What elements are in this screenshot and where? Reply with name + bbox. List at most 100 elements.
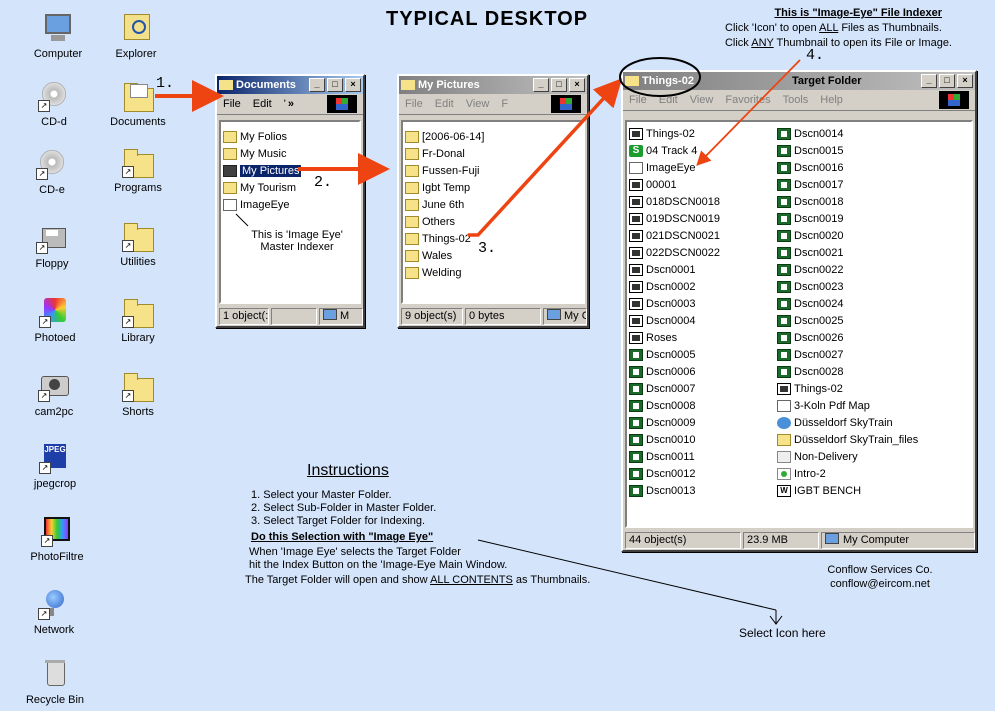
list-item[interactable]: Dscn0019 (777, 210, 967, 227)
menu-favorites[interactable]: Favorites (725, 94, 771, 106)
desktop-icon-explorer[interactable]: Explorer (96, 12, 176, 61)
list-item[interactable]: Dscn0020 (777, 227, 967, 244)
desktop-icon-programs[interactable]: ↗ Programs (98, 146, 178, 195)
desktop-icon-cam2pc[interactable]: ↗ cam2pc (14, 370, 94, 419)
list-item[interactable]: Düsseldorf SkyTrain (777, 414, 967, 431)
menu-favorites[interactable]: F (501, 98, 509, 110)
menu-file[interactable]: File (629, 94, 647, 106)
list-item[interactable]: 018DSCN0018 (629, 193, 777, 210)
list-item[interactable]: Wales (405, 247, 581, 264)
menu-file[interactable]: File (223, 98, 241, 110)
list-item[interactable]: ImageEye (223, 196, 357, 213)
list-item[interactable]: Others (405, 213, 581, 230)
list-item[interactable]: Roses (629, 329, 777, 346)
list-item[interactable]: ImageEye (629, 159, 777, 176)
list-item[interactable]: Dscn0027 (777, 346, 967, 363)
list-item[interactable]: Dscn0026 (777, 329, 967, 346)
list-item[interactable]: Dscn0024 (777, 295, 967, 312)
desktop-icon-documents[interactable]: Documents (98, 80, 178, 129)
maximize-button[interactable]: □ (939, 74, 955, 88)
list-item[interactable]: Dscn0025 (777, 312, 967, 329)
list-item[interactable]: Things-02 (629, 125, 777, 142)
list-item[interactable]: Dscn0010 (629, 431, 777, 448)
menu-overflow[interactable]: » (287, 98, 294, 110)
list-item[interactable]: Intro-2 (777, 465, 967, 482)
list-item[interactable]: My Music (223, 145, 357, 162)
documents-window[interactable]: Documents _□× File Edit ' » My Folios My… (215, 74, 365, 328)
list-item[interactable]: Dscn0008 (629, 397, 777, 414)
list-item[interactable]: 3-Koln Pdf Map (777, 397, 967, 414)
my-pictures-file-list[interactable]: [2006-06-14] Fr-Donal Fussen-Fuji Igbt T… (401, 120, 585, 304)
maximize-button[interactable]: □ (551, 78, 567, 92)
list-item[interactable]: Dscn0007 (629, 380, 777, 397)
menu-edit[interactable]: Edit (434, 98, 454, 110)
close-button[interactable]: × (957, 74, 973, 88)
list-item[interactable]: Dscn0013 (629, 482, 777, 499)
minimize-button[interactable]: _ (533, 78, 549, 92)
list-item[interactable]: Dscn0028 (777, 363, 967, 380)
desktop-icon-utilities[interactable]: ↗ Utilities (98, 220, 178, 269)
menu-view[interactable]: View (689, 94, 714, 106)
list-item[interactable]: Fussen-Fuji (405, 162, 581, 179)
menu-view[interactable]: View (465, 98, 490, 110)
desktop-icon-cd-e[interactable]: ↗ CD-e (12, 148, 92, 197)
desktop-icon-photoed[interactable]: ↗ Photoed (15, 296, 95, 345)
close-button[interactable]: × (345, 78, 361, 92)
menu-tools[interactable]: Tools (782, 94, 809, 106)
desktop-icon-shorts[interactable]: ↗ Shorts (98, 370, 178, 419)
documents-titlebar[interactable]: Documents _□× (217, 76, 363, 94)
desktop-icon-jpegcrop[interactable]: JPEG↗ jpegcrop (15, 442, 95, 491)
list-item[interactable]: My Folios (223, 128, 357, 145)
list-item[interactable]: Dscn0006 (629, 363, 777, 380)
list-item[interactable]: Düsseldorf SkyTrain_files (777, 431, 967, 448)
list-item[interactable]: Dscn0021 (777, 244, 967, 261)
list-item[interactable]: Things-02 (405, 230, 581, 247)
maximize-button[interactable]: □ (327, 78, 343, 92)
list-item[interactable]: My Tourism (223, 179, 357, 196)
list-item[interactable]: Non-Delivery (777, 448, 967, 465)
things-02-titlebar[interactable]: Things-02 Target Folder _□× (623, 72, 975, 90)
list-item[interactable]: Dscn0001 (629, 261, 777, 278)
list-item[interactable]: Dscn0017 (777, 176, 967, 193)
desktop-icon-recycle-bin[interactable]: Recycle Bin (15, 658, 95, 707)
list-item[interactable]: Dscn0015 (777, 142, 967, 159)
menu-edit[interactable]: Edit (252, 98, 272, 110)
menu-file[interactable]: File (405, 98, 423, 110)
list-item[interactable]: Dscn0023 (777, 278, 967, 295)
documents-file-list[interactable]: My Folios My Music My Pictures My Touris… (219, 120, 361, 304)
desktop-icon-computer[interactable]: Computer (18, 12, 98, 61)
list-item[interactable]: Dscn0016 (777, 159, 967, 176)
minimize-button[interactable]: _ (309, 78, 325, 92)
desktop-icon-floppy[interactable]: ↗ Floppy (12, 222, 92, 271)
list-item[interactable]: Dscn0022 (777, 261, 967, 278)
close-button[interactable]: × (569, 78, 585, 92)
things-02-window[interactable]: Things-02 Target Folder _□× File Edit Vi… (621, 70, 977, 552)
menu-help[interactable]: Help (820, 94, 843, 106)
list-item[interactable]: 019DSCN0019 (629, 210, 777, 227)
list-item[interactable]: Dscn0014 (777, 125, 967, 142)
list-item[interactable]: 021DSCN0021 (629, 227, 777, 244)
desktop-icon-network[interactable]: ↗ Network (14, 588, 94, 637)
list-item[interactable]: Dscn0004 (629, 312, 777, 329)
desktop-icon-library[interactable]: ↗ Library (98, 296, 178, 345)
list-item[interactable]: Welding (405, 264, 581, 281)
list-item[interactable]: Dscn0002 (629, 278, 777, 295)
list-item[interactable]: Dscn0018 (777, 193, 967, 210)
list-item[interactable]: Fr-Donal (405, 145, 581, 162)
desktop-icon-photofiltre[interactable]: ↗ PhotoFiltre (17, 515, 97, 564)
list-item[interactable]: Dscn0011 (629, 448, 777, 465)
list-item-selected[interactable]: My Pictures (223, 162, 357, 179)
list-item[interactable]: 022DSCN0022 (629, 244, 777, 261)
list-item[interactable]: June 6th (405, 196, 581, 213)
list-item[interactable]: Dscn0012 (629, 465, 777, 482)
list-item[interactable]: Igbt Temp (405, 179, 581, 196)
desktop-icon-cd-d[interactable]: ↗ CD-d (14, 80, 94, 129)
my-pictures-titlebar[interactable]: My Pictures _□× (399, 76, 587, 94)
my-pictures-window[interactable]: My Pictures _□× File Edit View F [2006-0… (397, 74, 589, 328)
list-item[interactable]: Things-02 (777, 380, 967, 397)
menu-edit[interactable]: Edit (658, 94, 678, 106)
list-item[interactable]: Dscn0009 (629, 414, 777, 431)
